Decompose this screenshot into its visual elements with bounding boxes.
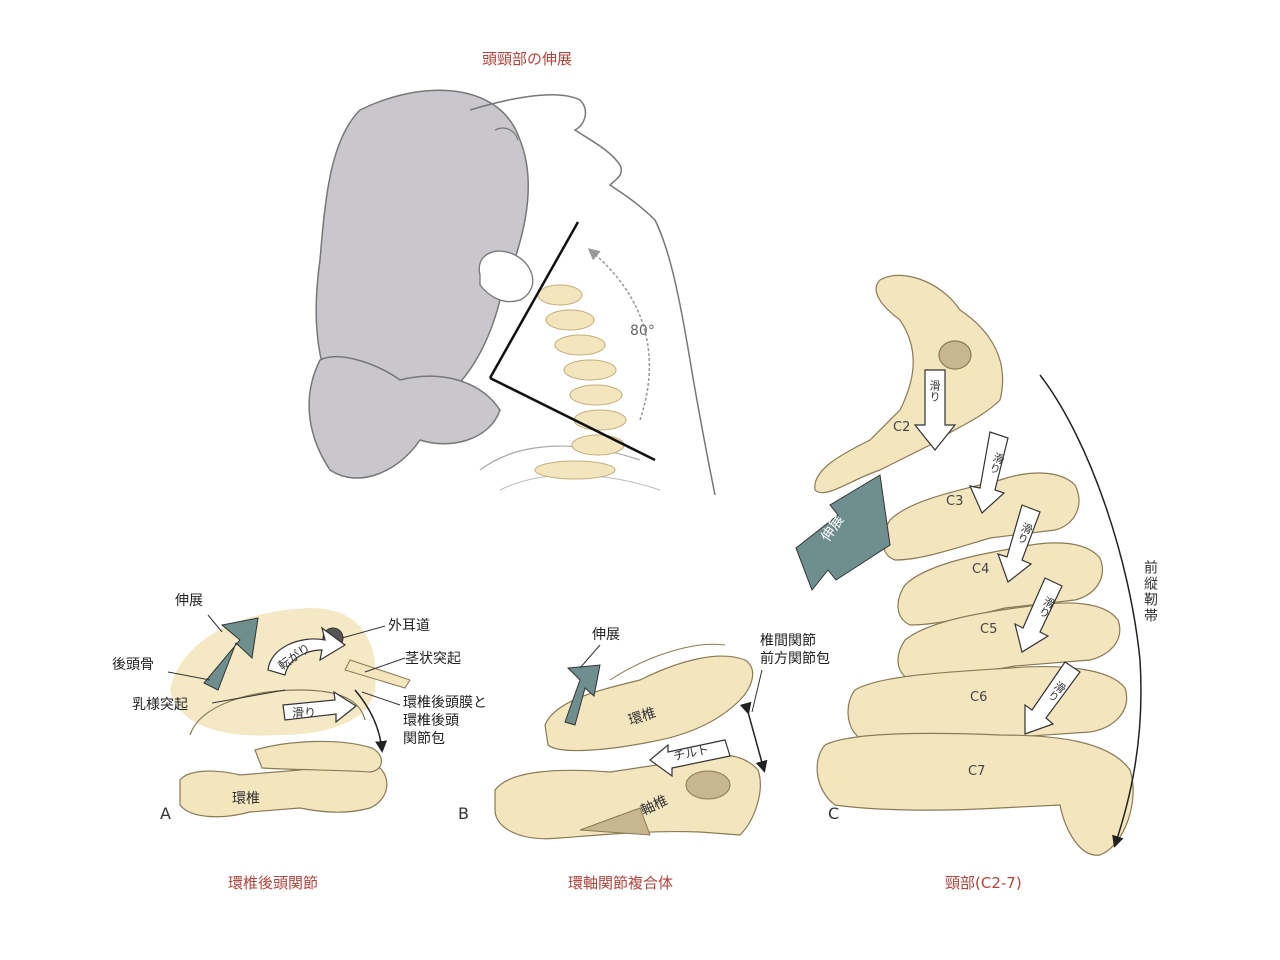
membrane-label-line1: 環椎後頭膜と (403, 695, 487, 711)
head-figure (308, 89, 716, 496)
panel-a-atlas-label: 環椎 (232, 791, 260, 807)
panel-a-extension-label: 伸展 (175, 593, 203, 609)
external-ear-canal-label: 外耳道 (388, 618, 430, 634)
vertebra-c5-label: C5 (980, 622, 998, 637)
facet-capsule-line1: 椎間関節 (760, 633, 816, 649)
vertebra-c2-label: C2 (893, 420, 911, 435)
panel-a-slide-label: 滑り (292, 706, 317, 720)
styloid-process-label: 茎状突起 (405, 651, 461, 667)
title-cervical: 頸部(C2-7) (945, 874, 1022, 892)
panel-b-drawing (494, 643, 768, 840)
occipital-bone-label: 後頭骨 (112, 657, 154, 673)
membrane-label: 環椎後頭膜と 環椎後頭 関節包 (403, 694, 487, 749)
vertebra-c6-label: C6 (970, 690, 988, 705)
vertebra-c7-label: C7 (968, 764, 986, 779)
membrane-label-line2: 環椎後頭 (403, 713, 459, 730)
anterior-longitudinal-ligament-label: 前縦靭帯 (1142, 560, 1158, 624)
vertebra-c3-label: C3 (946, 494, 964, 509)
slide-label-c2: 滑り (928, 380, 941, 402)
panel-c-letter: C (828, 804, 840, 823)
title-atlanto-occipital: 環椎後頭関節 (228, 874, 319, 892)
panel-c-drawing (814, 274, 1142, 856)
angle-label: 80° (630, 323, 655, 339)
facet-capsule-line2: 前方関節包 (760, 651, 830, 668)
title-atlanto-axial: 環軸関節複合体 (568, 874, 674, 892)
panel-b-extension-label: 伸展 (592, 627, 620, 643)
panel-c-arrows (795, 369, 1081, 735)
facet-capsule-label: 椎間関節 前方関節包 (760, 632, 830, 668)
title-head-neck-extension: 頭頸部の伸展 (482, 50, 573, 68)
vertebra-c4-label: C4 (972, 562, 990, 577)
membrane-label-line3: 関節包 (403, 731, 445, 748)
panel-a-letter: A (160, 804, 171, 823)
panel-a-drawing (167, 608, 411, 818)
panel-b-letter: B (458, 804, 469, 823)
mastoid-process-label: 乳様突起 (132, 697, 188, 713)
